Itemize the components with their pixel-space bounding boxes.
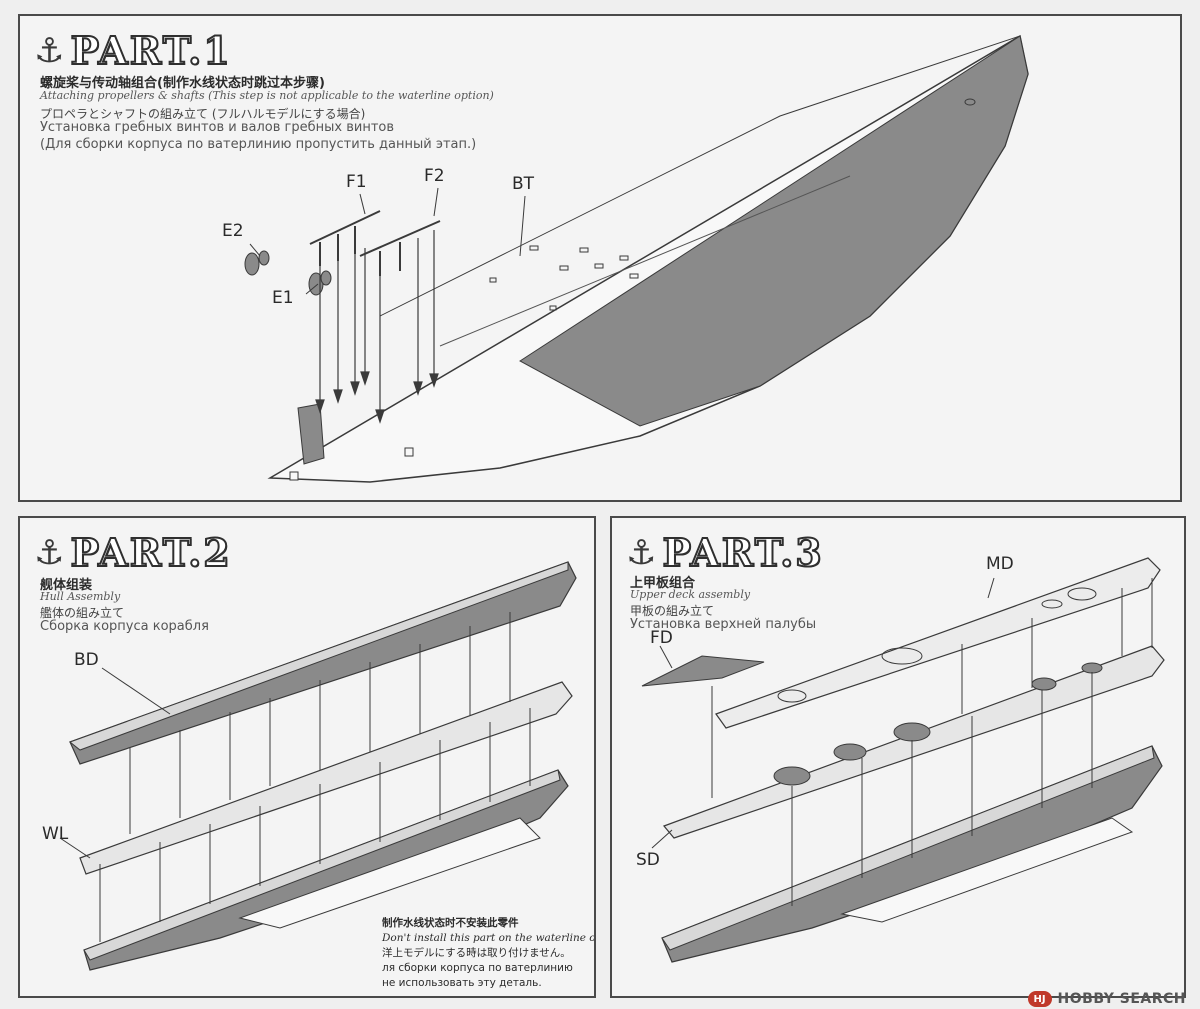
- rudder: [297, 403, 325, 465]
- note-en: Don't install this part on the waterline…: [382, 932, 596, 944]
- hull-lower-keel: [238, 817, 541, 929]
- hobby-search-logo-text: HOBBY SEARCH: [1057, 991, 1186, 1007]
- part1-ru-text-1: Установка гребных винтов и валов гребных…: [40, 120, 395, 135]
- propeller-e2: [244, 250, 270, 276]
- part1-leaders: [249, 187, 526, 295]
- part1-header: ⚓ PART.1: [34, 27, 232, 74]
- hull-holes: [489, 98, 976, 311]
- label-e1: E1: [272, 288, 294, 308]
- part2-ja-text: 艦体の組み立て: [40, 606, 125, 620]
- hull-assembled-keel: [840, 817, 1134, 923]
- part1-panel: ⚓ PART.1 螺旋桨与传动轴组合(制作水线状态时跳过本步骤) Attachi…: [18, 14, 1182, 502]
- label-f1: F1: [346, 172, 367, 192]
- hull-lower-deck: [83, 769, 561, 961]
- part3-guide-lines: [711, 578, 1153, 906]
- part3-leaders: [651, 577, 995, 849]
- part3-panel: ⚓ PART.3 上甲板组合 Upper deck assembly 甲板の組み…: [610, 516, 1186, 998]
- part2-zh-text: 舰体组装: [40, 578, 93, 593]
- part3-zh-text: 上甲板组合: [630, 576, 696, 591]
- deck-part-sd: [662, 645, 1165, 839]
- hull-part-wl-deck: [79, 681, 573, 875]
- deck-part-fd: [641, 655, 765, 687]
- label-bd: BD: [74, 650, 99, 670]
- part3-en-text: Upper deck assembly: [630, 588, 751, 601]
- waterline-note: 制作水线状态时不安装此零件 Don't install this part on…: [382, 916, 596, 991]
- hull-side-shading: [519, 35, 1029, 427]
- part1-diagram: [244, 34, 1029, 483]
- part1-ja-text: プロペラとシャフトの組み立て (フルハルモデルにする場合): [40, 107, 366, 121]
- part2-en-text: Hull Assembly: [40, 590, 121, 603]
- note-zh: 制作水线状态时不安装此零件: [382, 917, 519, 929]
- part2-panel: ⚓ PART.2 舰体组装 Hull Assembly 艦体の組み立て Сбор…: [18, 516, 596, 998]
- part1-zh-text: 螺旋桨与传动轴组合(制作水线状态时跳过本步骤): [40, 76, 325, 91]
- md-deck-details: [777, 587, 1097, 703]
- note-ru-1: ля сборки корпуса по ватерлинию: [382, 962, 573, 974]
- label-md: MD: [986, 554, 1014, 574]
- anchor-icon: ⚓: [34, 532, 65, 573]
- label-f2: F2: [424, 166, 445, 186]
- part2-header: ⚓ PART.2: [34, 529, 232, 576]
- part1-en-text: Attaching propellers & shafts (This step…: [40, 89, 494, 102]
- label-fd: FD: [650, 628, 673, 648]
- shaft-f2: [359, 220, 441, 276]
- part3-ru-text: Установка верхней палубы: [630, 617, 817, 632]
- part1-title: PART.1: [69, 27, 232, 74]
- part1-ru-text-2: (Для сборки корпуса по ватерлинию пропус…: [40, 137, 477, 152]
- note-ja: 洋上モデルにする時は取り付けません。: [382, 947, 571, 959]
- part2-guide-lines: [99, 612, 531, 942]
- part2-ru-text: Сборка корпуса корабля: [40, 619, 209, 634]
- hull-bd-deck: [68, 561, 569, 751]
- label-wl: WL: [42, 824, 69, 844]
- part3-header: ⚓ PART.3: [626, 529, 824, 576]
- part3-diagram: [641, 557, 1165, 963]
- hobby-search-logo-icon: HJ: [1027, 991, 1052, 1007]
- part1-arrows: [315, 230, 439, 424]
- deck-part-md: [715, 557, 1161, 729]
- shaft-f1: [309, 210, 381, 266]
- label-sd: SD: [636, 850, 660, 870]
- part3-ja-text: 甲板の組み立て: [630, 604, 715, 618]
- note-ru-2: не использовать эту деталь.: [382, 977, 542, 989]
- hull-assembled-deck: [661, 745, 1155, 951]
- part2-diagram: [59, 561, 577, 971]
- hull-stand-pegs: [289, 447, 414, 481]
- part2-title: PART.2: [69, 529, 232, 576]
- sd-turrets: [773, 662, 1103, 786]
- part2-leaders: [59, 667, 171, 859]
- label-e2: E2: [222, 221, 244, 241]
- label-bt: BT: [512, 174, 535, 194]
- anchor-icon: ⚓: [34, 30, 65, 71]
- bilge-line: [439, 175, 851, 347]
- part3-title: PART.3: [661, 529, 824, 576]
- hobby-search-watermark: HJ HOBBY SEARCH: [1027, 991, 1186, 1007]
- anchor-icon: ⚓: [626, 532, 657, 573]
- keel-line: [379, 35, 1021, 317]
